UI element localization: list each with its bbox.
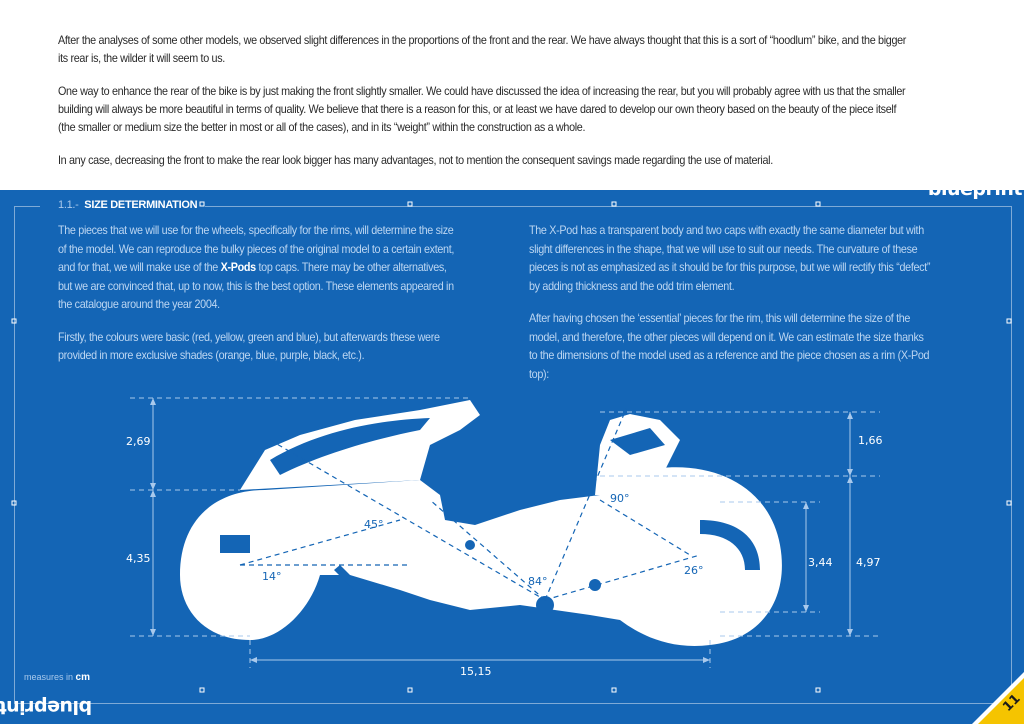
page-number-tab: 11: [972, 672, 1024, 724]
dimension-lines: [130, 397, 880, 668]
angle-84: 84°: [528, 575, 548, 588]
left-paragraph-1: The pieces that we will use for the whee…: [58, 222, 460, 315]
angle-45: 45°: [364, 518, 384, 531]
right-column: The X-Pod has a transparent body and two…: [529, 222, 931, 398]
section-title: SIZE DETERMINATION: [84, 199, 198, 211]
left-column: The pieces that we will use for the whee…: [58, 222, 460, 380]
blueprint-panel: blueprint blueprint 1.1.- SIZE DETERMINA…: [0, 178, 1024, 724]
section-heading: 1.1.- SIZE DETERMINATION: [40, 199, 206, 211]
xpods-term: X-Pods: [220, 261, 257, 274]
blueprint-frame: [14, 206, 1012, 704]
angle-90: 90°: [610, 492, 630, 505]
right-paragraph-2: After having chosen the ‘essential’ piec…: [529, 312, 930, 381]
frame-marks: [11, 201, 1012, 693]
measures-unit: cm: [75, 672, 90, 683]
dim-rear-top: 1,66: [858, 434, 883, 447]
intro-text: After the analyses of some other models,…: [58, 32, 906, 185]
angle-26: 26°: [684, 564, 704, 577]
dimension-labels: 2,69 4,35 1,66 3,44 4,97 15,15 45° 14° 8…: [126, 434, 883, 678]
left-p1-text-b: top caps. There may be other alternative…: [58, 261, 454, 311]
intro-paragraph-2: One way to enhance the rear of the bike …: [58, 85, 906, 134]
section-number: 1.1.-: [58, 199, 79, 211]
dim-front-top: 2,69: [126, 435, 151, 448]
angle-14: 14°: [262, 570, 282, 583]
dim-rear-inner: 3,44: [808, 556, 833, 569]
intro-paragraph-1: After the analyses of some other models,…: [58, 34, 907, 65]
intro-paragraph-3: In any case, decreasing the front to mak…: [58, 154, 773, 167]
left-paragraph-2: Firstly, the colours were basic (red, ye…: [58, 330, 440, 363]
dimension-arrows: [150, 398, 853, 663]
measures-note: measures in cm: [24, 672, 90, 683]
dim-rear-total: 4,97: [856, 556, 881, 569]
dim-front-bottom: 4,35: [126, 552, 151, 565]
right-paragraph-1: The X-Pod has a transparent body and two…: [529, 224, 931, 293]
measures-label: measures in: [24, 672, 76, 682]
motorcycle-silhouette: [180, 400, 782, 646]
left-p1-text-a: The pieces that we will use for the whee…: [58, 224, 455, 274]
brand-logo: blueprint: [927, 178, 1023, 200]
dim-length: 15,15: [460, 665, 492, 678]
construction-lines: [239, 399, 701, 601]
silhouette-details: [220, 418, 760, 614]
